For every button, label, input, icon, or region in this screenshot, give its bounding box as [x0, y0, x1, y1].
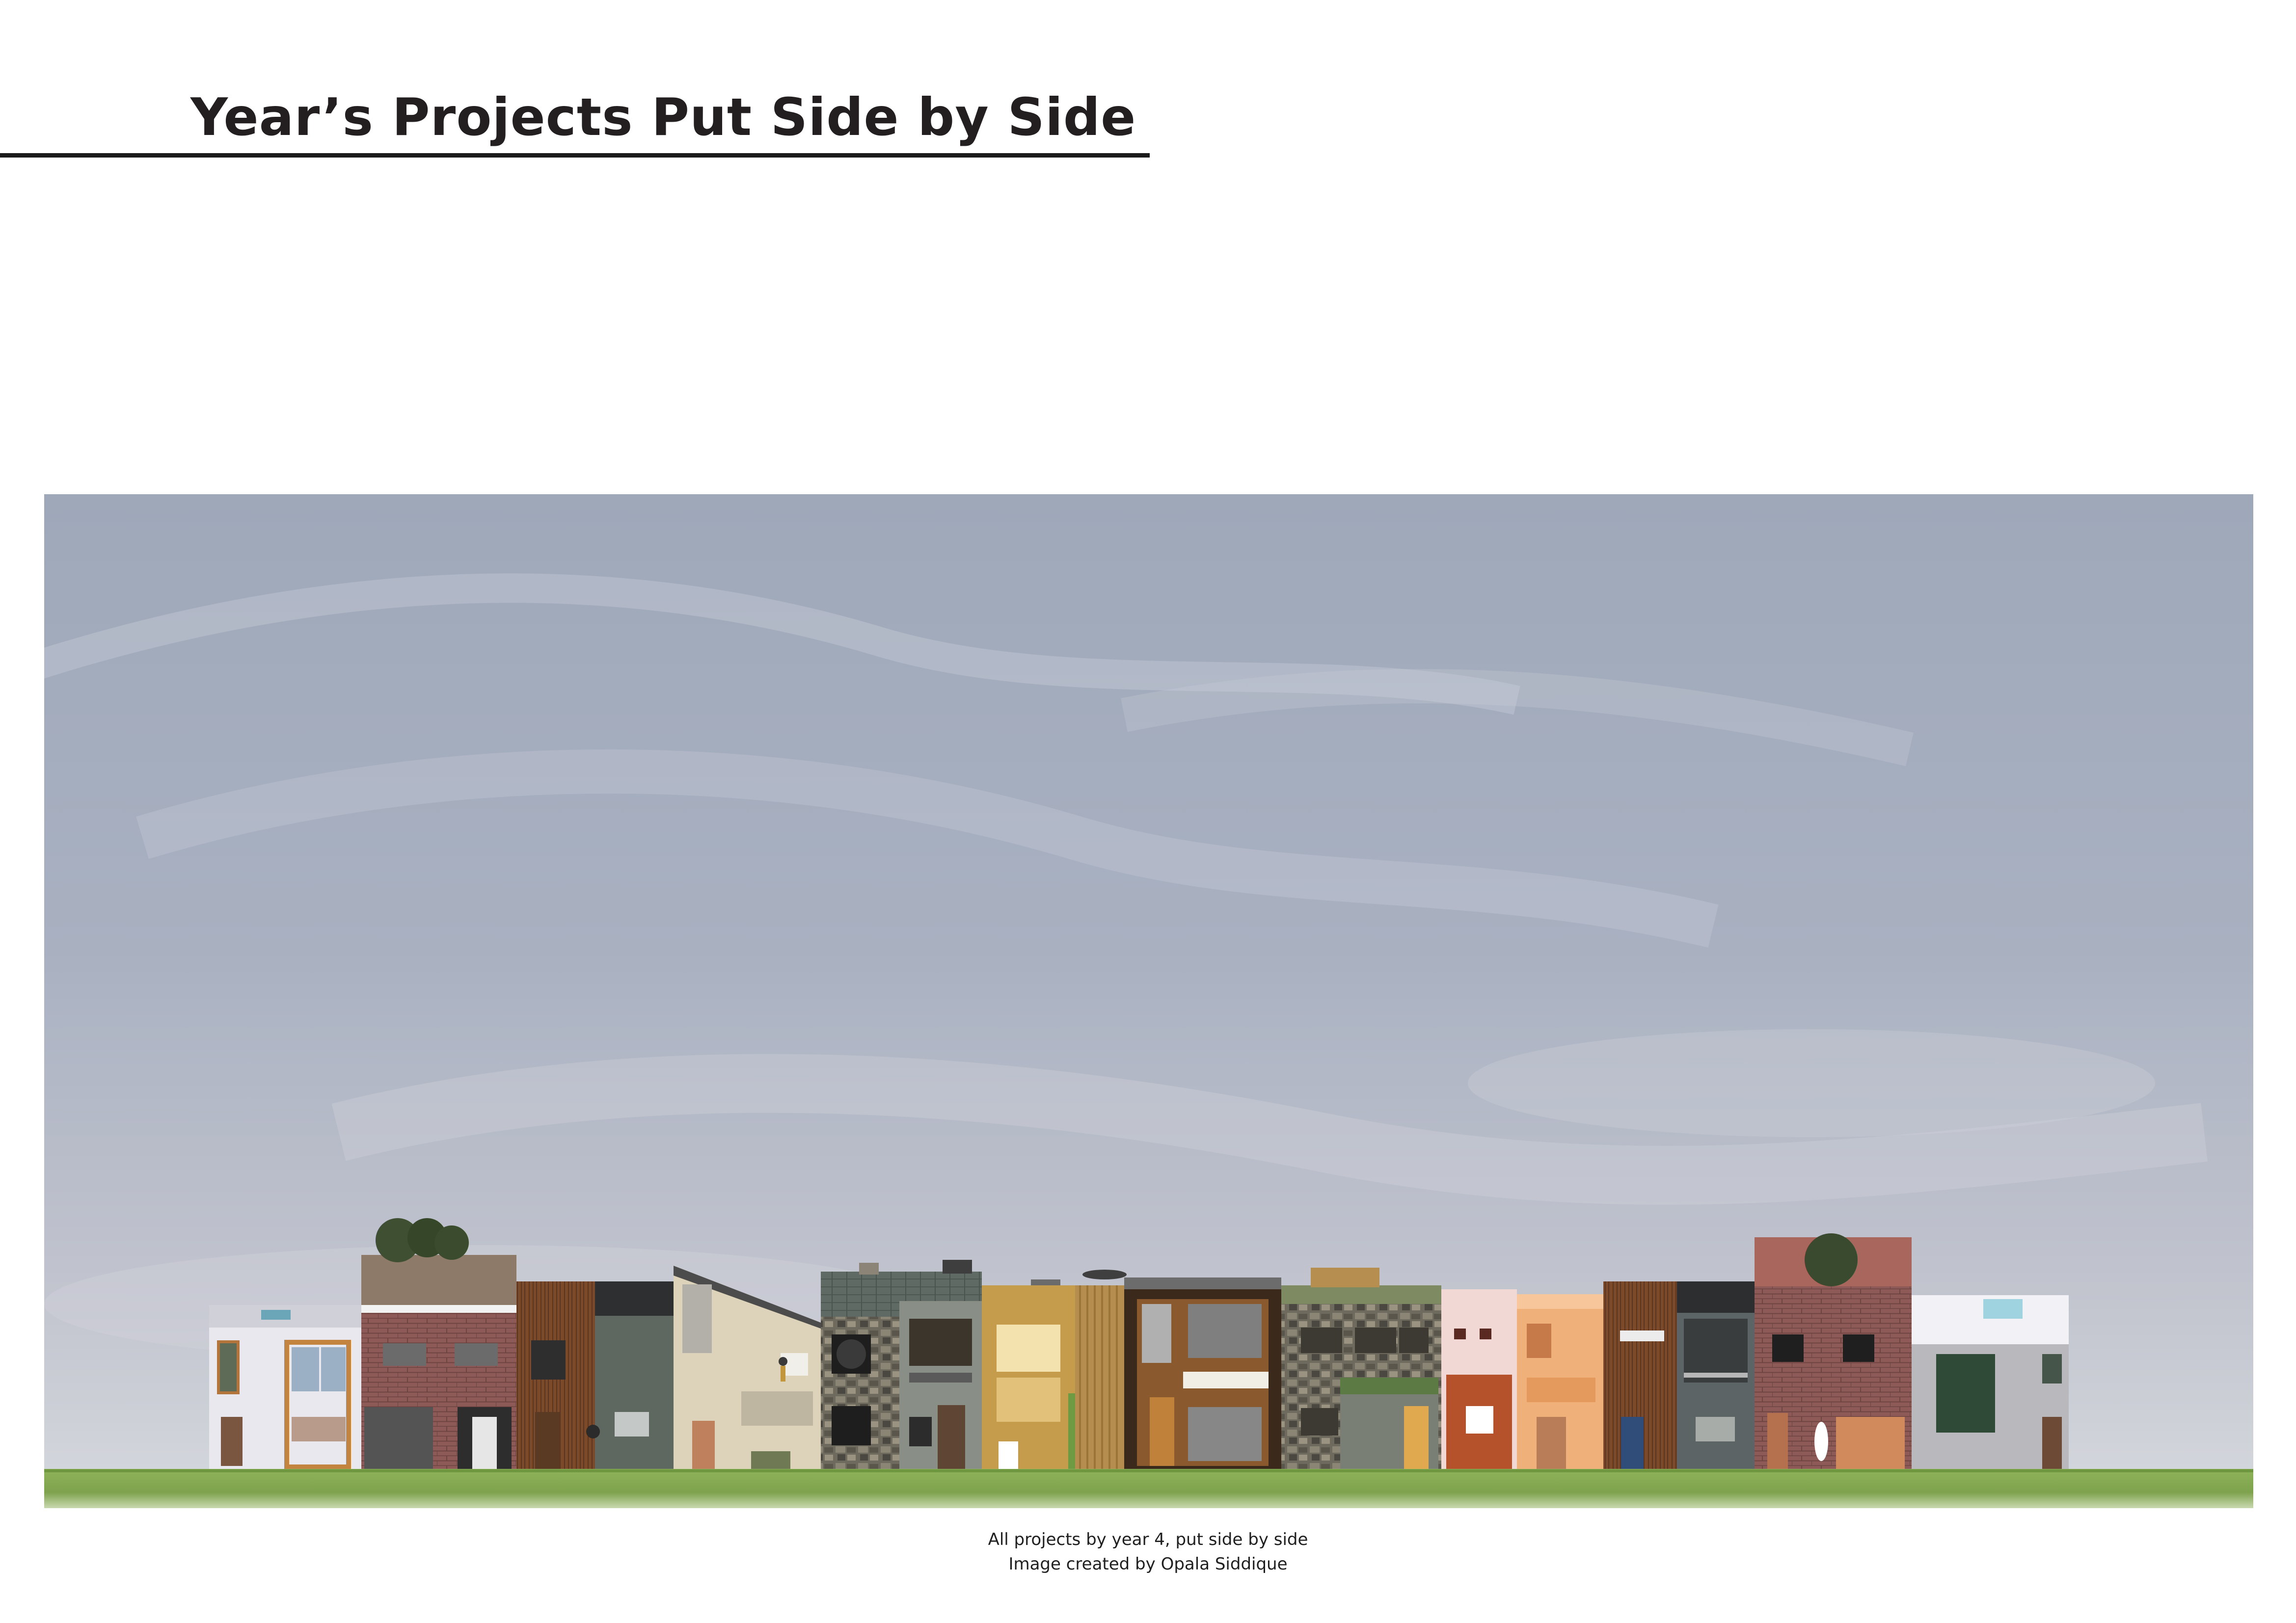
street-elevation-render	[44, 494, 2253, 1508]
page-title: Year’s Projects Put Side by Side	[190, 87, 1136, 147]
caption-line-2: Image created by Opala Siddique	[1008, 1554, 1288, 1574]
title-underline	[0, 153, 1150, 158]
caption-line-1: All projects by year 4, put side by side	[988, 1530, 1308, 1549]
figure-caption: All projects by year 4, put side by side…	[0, 1527, 2296, 1576]
